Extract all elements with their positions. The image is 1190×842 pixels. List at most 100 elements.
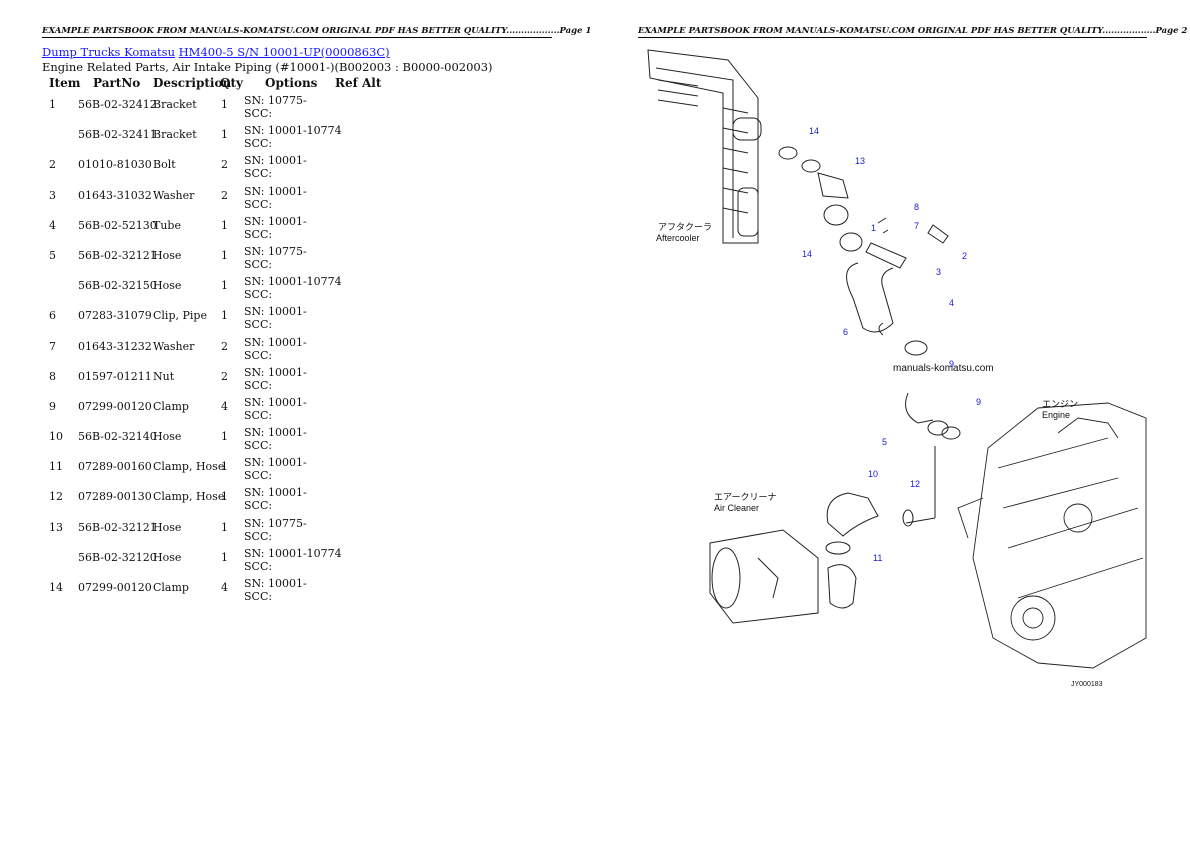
item-cell: 11 — [49, 460, 63, 474]
callout-number: 3 — [936, 267, 941, 277]
breadcrumb: Dump Trucks Komatsu HM400-5 S/N 10001-UP… — [42, 45, 390, 59]
options-cell: SN: 10001- SCC: — [244, 486, 307, 513]
description-cell: Hose — [153, 550, 182, 564]
qty-cell: 1 — [221, 490, 228, 504]
item-cell: 5 — [49, 248, 56, 262]
partno-cell: 56B-02-32121 — [78, 248, 157, 262]
engine-jp-label: エンジン — [1042, 399, 1078, 409]
callout-number: 12 — [910, 479, 920, 489]
section-title: Engine Related Parts, Air Intake Piping … — [42, 60, 493, 74]
partno-cell: 07299-00120 — [78, 581, 152, 594]
callout-number: 14 — [809, 126, 819, 136]
callout-number: 14 — [802, 249, 812, 259]
options-cell: SN: 10001- SCC: — [244, 395, 307, 422]
diagram-labels: アフタクーラ Aftercooler エンジン Engine エアークリーナ A… — [656, 222, 1103, 688]
description-cell: Bolt — [153, 158, 176, 172]
item-cell: 2 — [49, 158, 56, 172]
partno-cell: 56B-02-32120 — [78, 550, 157, 564]
page-1-header: EXAMPLE PARTSBOOK FROM MANUALS-KOMATSU.C… — [42, 26, 592, 38]
breadcrumb-link-model[interactable]: HM400-5 S/N 10001-UP(0000863C) — [178, 45, 390, 59]
description-cell: Clamp, Hose — [153, 460, 225, 474]
parts-diagram: アフタクーラ Aftercooler エンジン Engine エアークリーナ A… — [647, 49, 1147, 688]
item-cell: 9 — [49, 399, 56, 413]
description-cell: Clip, Pipe — [153, 309, 207, 323]
description-cell: Hose — [153, 248, 182, 262]
table-header: Item PartNo Description Qty Options Ref … — [42, 76, 422, 94]
options-cell: SN: 10001- SCC: — [244, 305, 307, 332]
description-cell: Hose — [153, 279, 182, 293]
partno-cell: 01010-81030 — [78, 158, 152, 172]
partno-cell: 56B-02-32412 — [78, 98, 157, 111]
aftercooler-jp-label: アフタクーラ — [658, 222, 712, 232]
item-cell: 6 — [49, 309, 56, 323]
qty-cell: 2 — [221, 339, 228, 353]
options-cell: SN: 10001-10774 SCC: — [244, 124, 342, 151]
air-cleaner-label: Air Cleaner — [714, 503, 759, 513]
qty-cell: 2 — [221, 369, 228, 383]
figure-id: JY000183 — [1071, 681, 1103, 688]
qty-cell: 2 — [221, 158, 228, 172]
qty-cell: 1 — [221, 248, 228, 262]
options-cell: SN: 10775- SCC: — [244, 244, 307, 271]
callout-number: 13 — [855, 156, 865, 166]
air-cleaner-drawing — [709, 529, 819, 624]
parts-table: Item PartNo Description Qty Options Ref … — [42, 76, 422, 607]
column-header-description: Description — [153, 76, 232, 90]
item-cell: 3 — [49, 188, 56, 202]
callout-number: 8 — [914, 202, 919, 212]
partno-cell: 01597-01211 — [78, 369, 152, 383]
description-cell: Washer — [153, 188, 195, 202]
options-cell: SN: 10001- SCC: — [244, 214, 307, 241]
callout-number: 2 — [962, 251, 967, 261]
aftercooler-drawing — [647, 49, 762, 244]
partno-cell: 07289-00130 — [78, 490, 152, 504]
partno-cell: 07283-31079 — [78, 309, 152, 323]
column-header-partno: PartNo — [93, 76, 141, 90]
callout-number: 7 — [914, 221, 919, 231]
column-header-qty: Qty — [220, 76, 243, 90]
qty-cell: 4 — [221, 399, 228, 413]
aftercooler-label: Aftercooler — [656, 233, 700, 243]
item-cell: 12 — [49, 490, 63, 504]
item-cell: 1 — [49, 98, 56, 111]
engine-drawing — [957, 402, 1147, 669]
item-cell: 14 — [49, 581, 63, 594]
breadcrumb-link-dump-trucks[interactable]: Dump Trucks Komatsu — [42, 45, 175, 59]
options-cell: SN: 10001- SCC: — [244, 577, 307, 603]
options-cell: SN: 10001- SCC: — [244, 184, 307, 211]
watermark: manuals-komatsu.com — [893, 363, 994, 374]
page-2-header: EXAMPLE PARTSBOOK FROM MANUALS-KOMATSU.C… — [638, 26, 1188, 38]
options-cell: SN: 10001-10774 SCC: — [244, 275, 342, 302]
partno-cell: 01643-31032 — [78, 188, 152, 202]
item-cell: 13 — [49, 520, 63, 534]
column-header-item: Item — [49, 76, 81, 90]
options-cell: SN: 10775- SCC: — [244, 516, 307, 543]
description-cell: Washer — [153, 339, 195, 353]
qty-cell: 1 — [221, 279, 228, 293]
partno-cell: 56B-02-32150 — [78, 279, 157, 293]
partno-cell: 56B-02-32140 — [78, 430, 157, 444]
intake-piping-drawing — [778, 146, 961, 609]
options-cell: SN: 10001- SCC: — [244, 335, 307, 362]
options-cell: SN: 10001- SCC: — [244, 456, 307, 483]
description-cell: Nut — [153, 369, 175, 383]
qty-cell: 1 — [221, 460, 228, 474]
qty-cell: 4 — [221, 581, 228, 594]
qty-cell: 1 — [221, 430, 228, 444]
qty-cell: 1 — [221, 128, 228, 142]
qty-cell: 1 — [221, 309, 228, 323]
partno-cell: 07299-00120 — [78, 399, 152, 413]
callout-number: 9 — [949, 359, 954, 369]
description-cell: Tube — [153, 218, 181, 232]
callout-number: 1 — [871, 223, 876, 233]
qty-cell: 1 — [221, 218, 228, 232]
